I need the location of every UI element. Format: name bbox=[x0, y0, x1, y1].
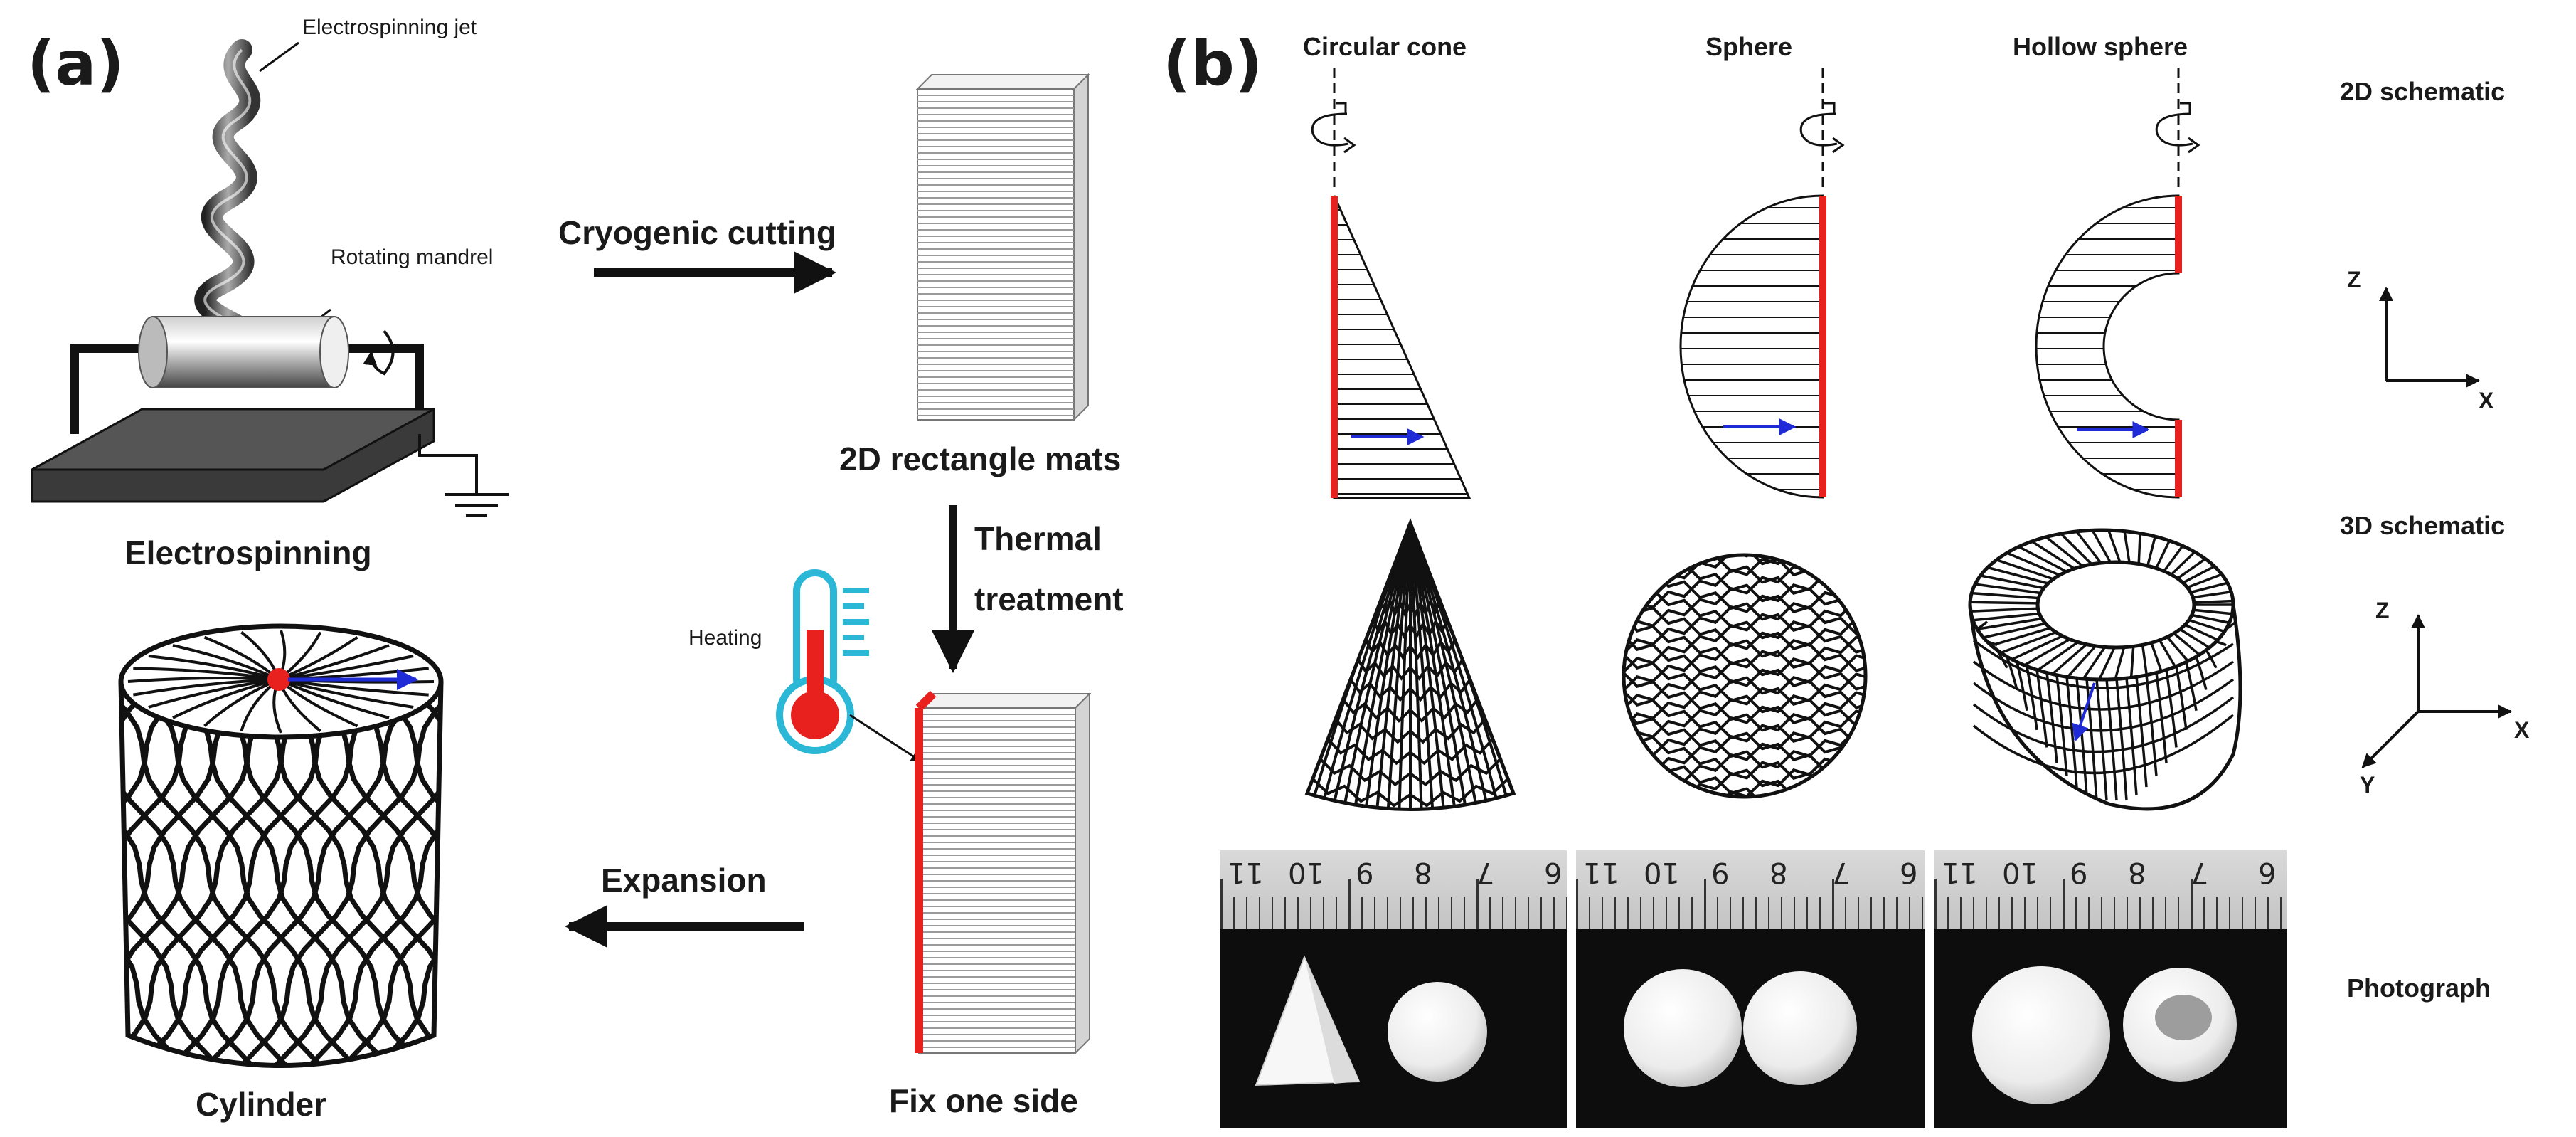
cone-3d-mesh bbox=[1304, 517, 1516, 811]
ruler: 11 10 9 8 7 6 bbox=[1220, 850, 1567, 929]
ruler: 11 10 9 8 7 6 bbox=[1934, 850, 2287, 929]
label-cryogenic-cutting: Cryogenic cutting bbox=[558, 214, 837, 251]
ruler: 11 10 9 8 7 6 bbox=[1576, 850, 1925, 929]
photo-hollow-sphere: 11 10 9 8 7 6 bbox=[1934, 850, 2287, 1128]
label-expansion: Expansion bbox=[601, 862, 767, 899]
label-rotating-mandrel: Rotating mandrel bbox=[331, 245, 494, 269]
electrospinning-apparatus bbox=[31, 39, 509, 517]
sphere-3d-mesh bbox=[1622, 553, 1868, 799]
label-cylinder: Cylinder bbox=[196, 1086, 327, 1123]
axes-3d-icon bbox=[2361, 614, 2512, 768]
cone-2d-schematic bbox=[1331, 195, 1471, 499]
label-electrospinning-jet: Electrospinning jet bbox=[302, 16, 477, 39]
sphere-2d-schematic bbox=[1679, 194, 1826, 499]
photo-cone: 11 10 9 8 7 6 bbox=[1220, 850, 1567, 1128]
hollow-sphere-2d-schematic bbox=[2035, 194, 2182, 499]
row-header-2d: 2D schematic bbox=[2340, 77, 2506, 106]
column-header-cone: Circular cone bbox=[1303, 32, 1467, 61]
axis-2d-x: X bbox=[2479, 388, 2494, 413]
panel-a-label: (a) bbox=[27, 28, 124, 100]
column-header-sphere: Sphere bbox=[1705, 32, 1793, 61]
label-rectangle-mats: 2D rectangle mats bbox=[839, 440, 1122, 477]
axis-3d-x: X bbox=[2514, 717, 2530, 743]
rectangle-mat-stack bbox=[915, 73, 1090, 422]
photo-sphere: 11 10 9 8 7 6 bbox=[1576, 850, 1925, 1128]
panel-b-label: (b) bbox=[1163, 28, 1263, 100]
axes-2d-icon bbox=[2379, 287, 2480, 388]
label-thermal: Thermal bbox=[974, 520, 1102, 557]
label-heating: Heating bbox=[688, 626, 762, 650]
axis-3d-y: Y bbox=[2360, 772, 2375, 798]
cylinder-mesh bbox=[118, 623, 444, 1068]
label-fix-one-side: Fix one side bbox=[889, 1082, 1078, 1119]
thermometer-icon bbox=[776, 569, 922, 763]
hollow-sphere-3d-mesh bbox=[1968, 528, 2242, 811]
row-header-photograph: Photograph bbox=[2347, 973, 2491, 1003]
axis-2d-z: Z bbox=[2347, 267, 2361, 292]
row-header-3d: 3D schematic bbox=[2340, 511, 2506, 540]
column-header-hollow-sphere: Hollow sphere bbox=[2013, 32, 2188, 61]
label-treatment: treatment bbox=[974, 581, 1124, 618]
fixed-mat-stack bbox=[915, 690, 1092, 1055]
axis-3d-z: Z bbox=[2375, 598, 2390, 623]
label-electrospinning: Electrospinning bbox=[124, 534, 372, 571]
